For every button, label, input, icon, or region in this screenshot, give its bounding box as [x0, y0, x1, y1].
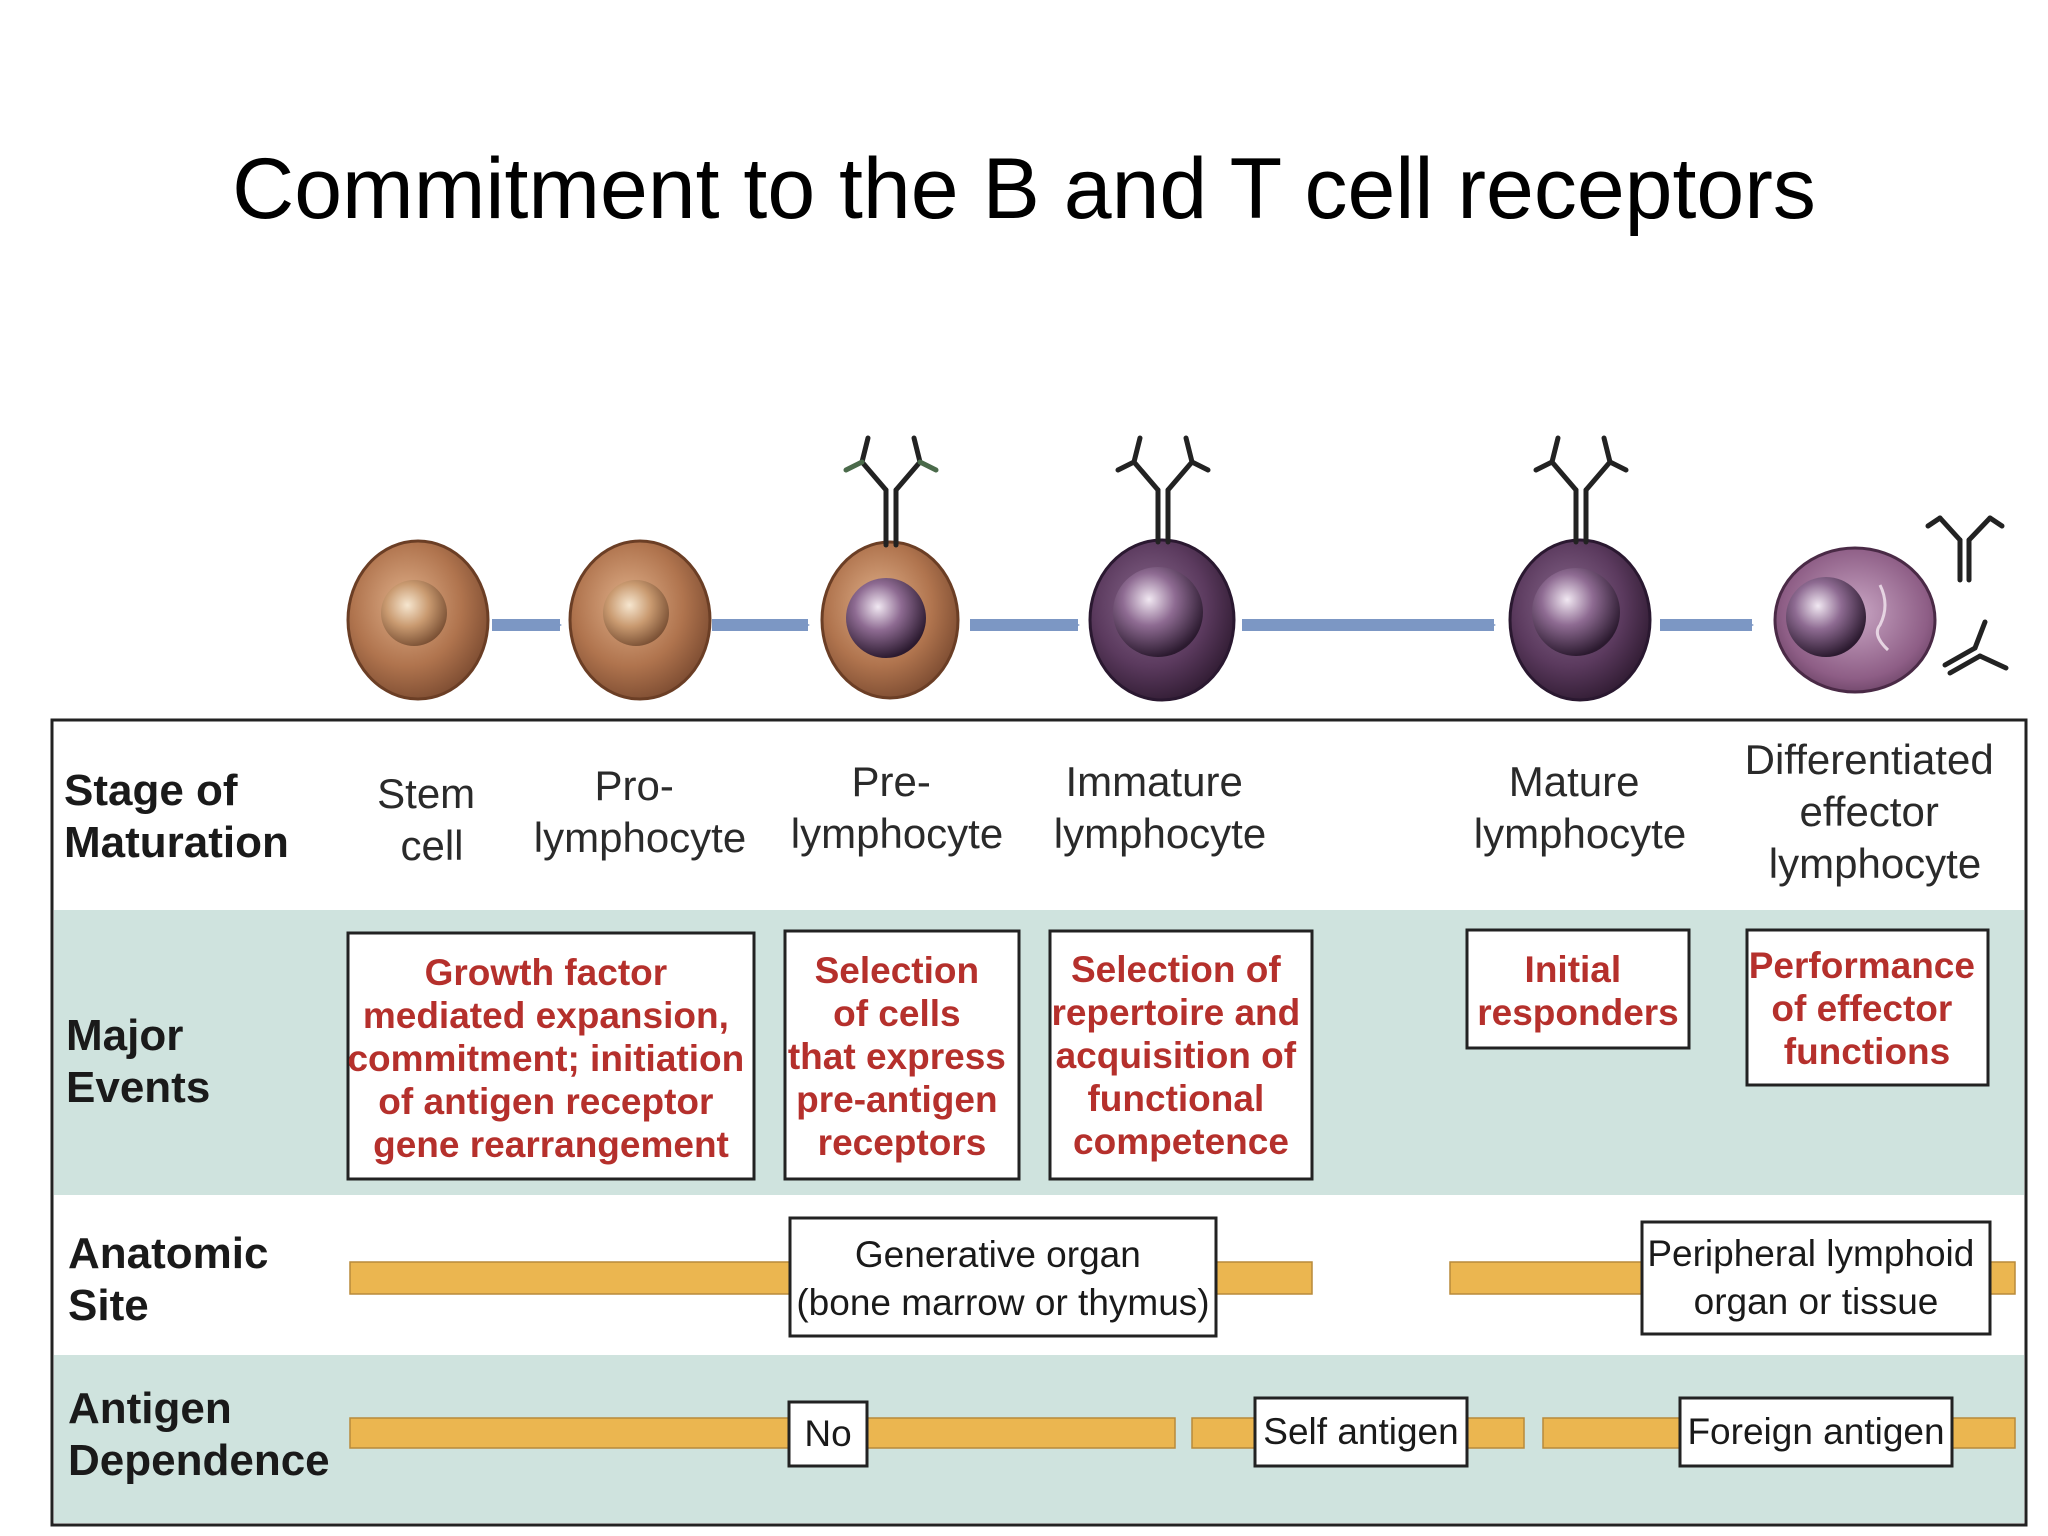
- row-label-antigen: Antigen Dependence: [68, 1384, 330, 1485]
- mature-lymphocyte-icon: [1508, 538, 1652, 702]
- antigen-text-foreign: Foreign antigen: [1687, 1411, 1944, 1452]
- row-label-events: Major Events: [66, 1011, 210, 1112]
- immature-lymphocyte-icon: [1088, 538, 1236, 702]
- site-text-peripheral: Peripheral lymphoid organ or tissue: [1647, 1233, 1984, 1322]
- secreted-antibody-icon-2: [1942, 619, 2009, 676]
- event-text-pre: Selection of cells that express pre-anti…: [788, 950, 1016, 1163]
- event-text-effector: Performance of effector functions: [1749, 945, 1986, 1072]
- slide-title: Commitment to the B and T cell receptors: [232, 141, 1816, 237]
- event-text-stem-pro: Growth factor mediated expansion, commit…: [347, 952, 754, 1165]
- antigen-box-no: [787, 1400, 869, 1468]
- stage-pro-lymphocyte: Pro- lymphocyte: [534, 762, 746, 861]
- event-box-stem-pro: [346, 931, 756, 1181]
- antigen-box-foreign: [1678, 1396, 1954, 1468]
- site-box-generative: [788, 1216, 1218, 1338]
- antigen-text-no: No: [804, 1413, 851, 1454]
- pre-receptor-icon: [843, 435, 939, 548]
- event-box-effector: [1745, 928, 1990, 1087]
- event-box-immature: [1048, 929, 1314, 1181]
- antigen-text-self: Self antigen: [1263, 1411, 1458, 1452]
- secreted-antibody-icon: [1925, 515, 2005, 583]
- site-text-generative: Generative organ (bone marrow or thymus): [796, 1234, 1209, 1323]
- event-box-pre: [783, 929, 1021, 1181]
- stage-mature-lymphocyte: Mature lymphocyte: [1474, 758, 1686, 857]
- event-text-mature: Initial responders: [1477, 949, 1679, 1033]
- event-box-mature: [1465, 928, 1691, 1050]
- stage-pre-lymphocyte: Pre- lymphocyte: [791, 758, 1003, 857]
- stage-immature-lymphocyte: Immature lymphocyte: [1054, 758, 1266, 857]
- pro-lymphocyte-icon: [568, 539, 712, 701]
- stage-differentiated-effector: Differentiated effector lymphocyte: [1745, 736, 2006, 887]
- stem-cell-icon: [346, 539, 490, 701]
- row-label-stage: Stage of Maturation: [64, 766, 289, 867]
- event-text-immature: Selection of repertoire and acquisition …: [1051, 949, 1310, 1162]
- site-box-peripheral: [1640, 1220, 1992, 1336]
- row-label-site: Anatomic Site: [68, 1229, 281, 1330]
- pre-lymphocyte-icon: [820, 540, 960, 700]
- stage-stem-cell: Stem cell: [377, 770, 487, 869]
- immature-receptor-icon: [1115, 435, 1211, 545]
- effector-lymphocyte-icon: [1773, 546, 1937, 694]
- antigen-box-self: [1253, 1396, 1469, 1468]
- mature-receptor-icon: [1533, 435, 1629, 545]
- antigen-bar-1: [349, 1417, 1176, 1449]
